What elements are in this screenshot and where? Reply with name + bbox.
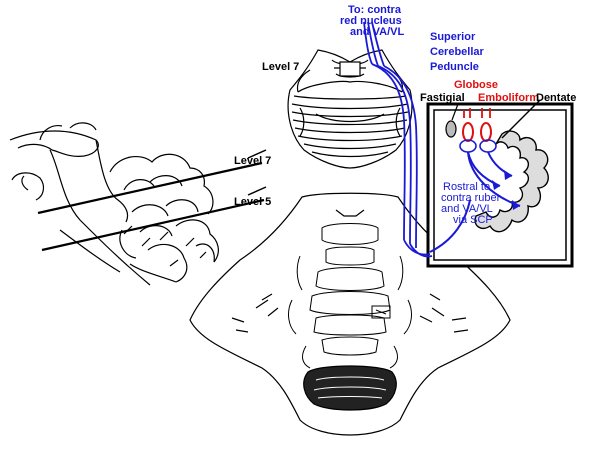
emboliform-nucleus <box>480 122 492 142</box>
level5-side-label: Level 5 <box>234 196 271 208</box>
fastigial-label: Fastigial <box>420 92 465 104</box>
dentate-nucleus <box>474 130 549 233</box>
superior-cerebellar-peduncle-line3: Peduncle <box>430 61 479 73</box>
level7-section-line <box>37 161 263 215</box>
level7-top-label: Level 7 <box>262 61 299 73</box>
to-contra-label-line3: and VA/VL <box>350 26 404 38</box>
level7-side-label: Level 7 <box>234 155 271 167</box>
fastigial-nucleus <box>445 120 457 138</box>
rostral-label-line2: contra ruber <box>441 192 501 204</box>
scp-pathway-lines <box>363 21 433 258</box>
rostral-label-line3: and VA/VL <box>441 203 493 215</box>
globose-nucleus <box>462 122 474 142</box>
rostral-label-line1: Rostral to <box>443 181 490 193</box>
sagittal-brainstem-drawing <box>9 122 219 286</box>
to-contra-label-line2: red nucleus <box>340 15 402 27</box>
emboliform-label: Emboliform <box>478 92 539 104</box>
globose-label: Globose <box>454 79 498 91</box>
dentate-label: Dentate <box>536 92 576 104</box>
deep-nuclei-inset <box>426 99 574 268</box>
diagram-labels: To: contra red nucleus and VA/VL Superio… <box>234 4 576 226</box>
to-contra-label-line1: To: contra <box>348 4 402 16</box>
superior-cerebellar-peduncle-line1: Superior <box>430 31 476 43</box>
level-section-lines <box>37 149 267 252</box>
level7-cross-section <box>287 49 413 169</box>
level5-section-line <box>41 198 265 252</box>
rostral-label-line4: via SCP <box>453 214 493 226</box>
superior-cerebellar-peduncle-line2: Cerebellar <box>430 46 485 58</box>
